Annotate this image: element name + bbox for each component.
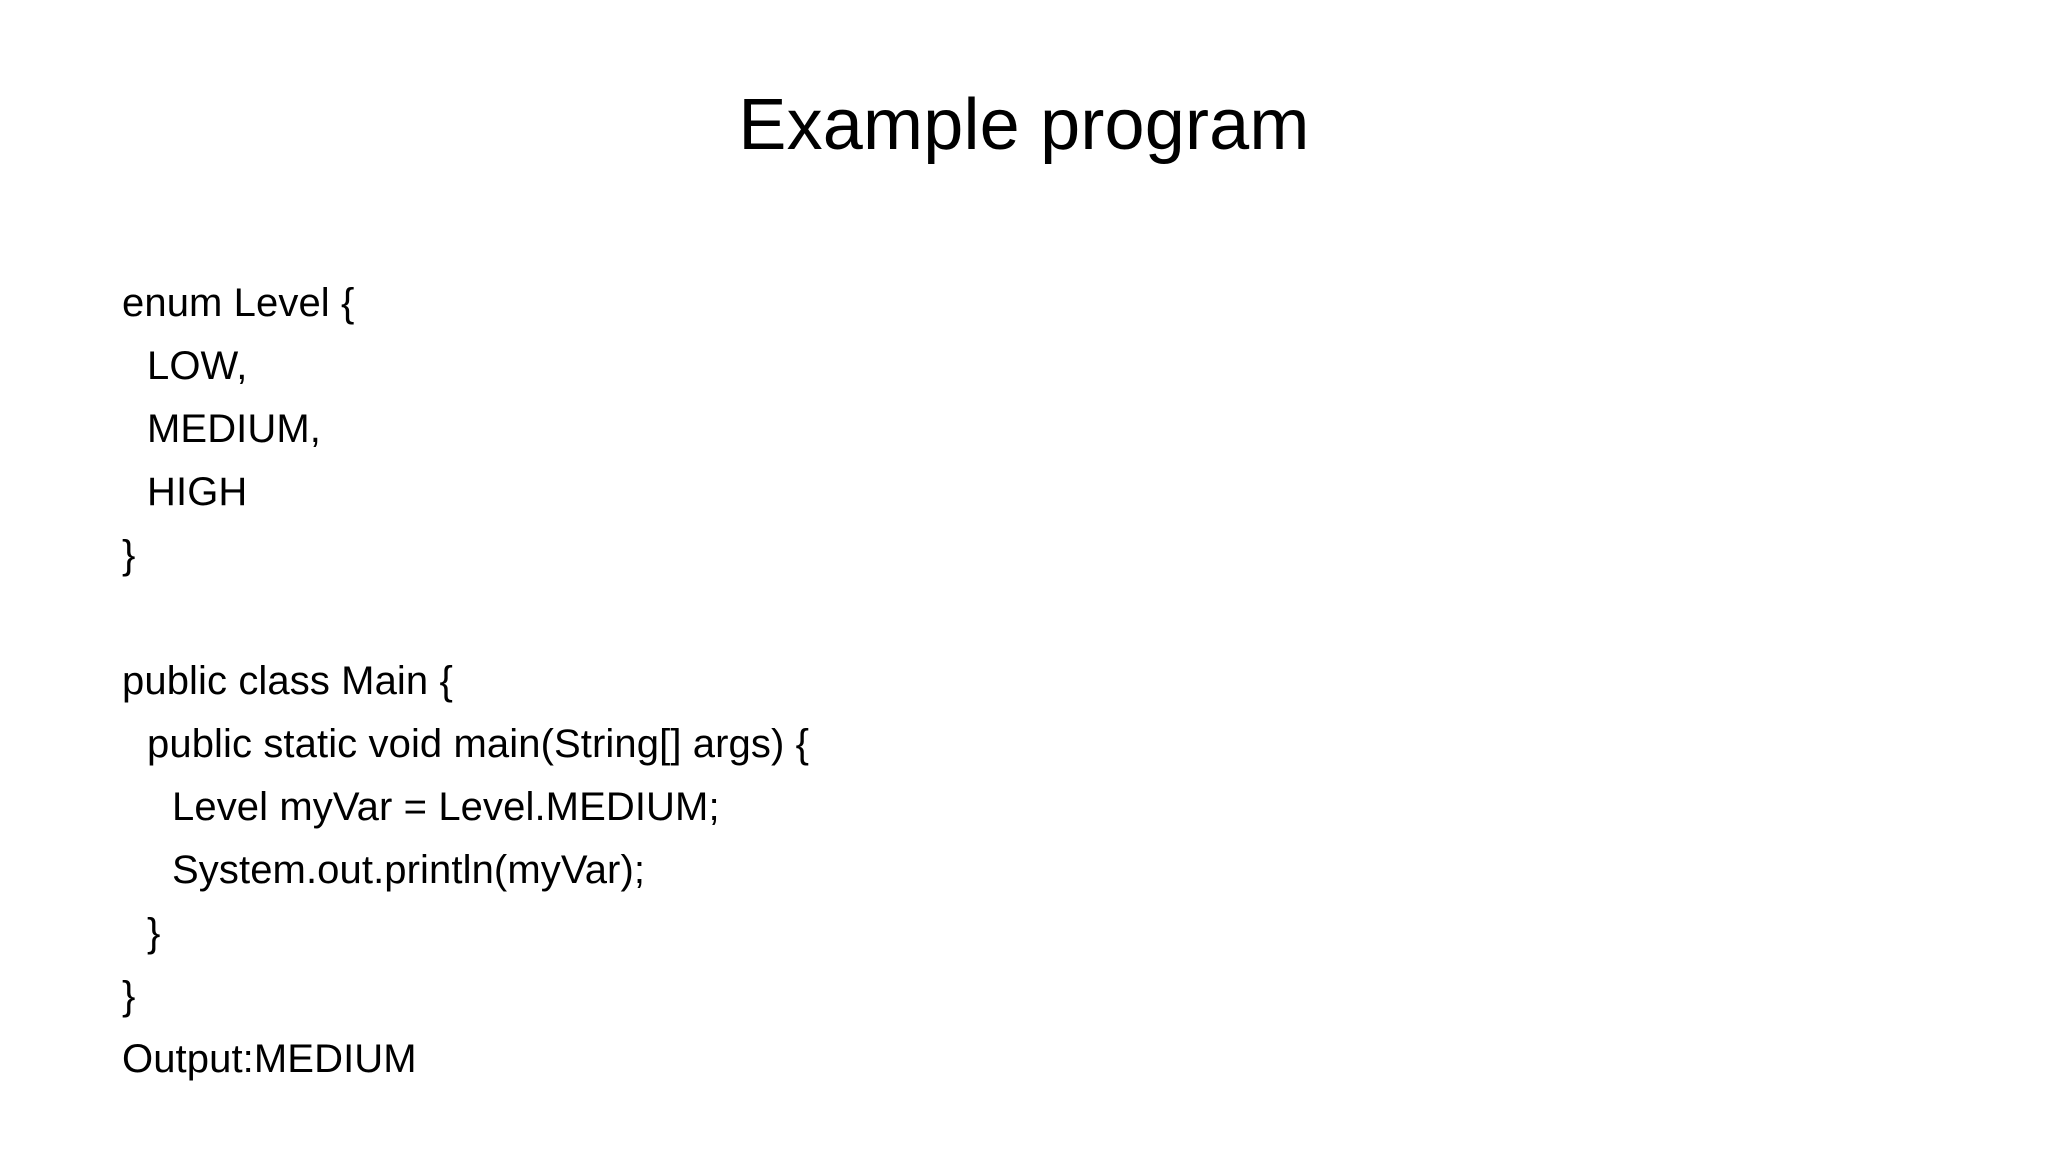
code-line: } <box>147 911 161 955</box>
code-line: } <box>122 974 136 1018</box>
code-line: public class Main { <box>122 659 453 703</box>
code-line: HIGH <box>147 470 248 514</box>
code-line: } <box>122 533 136 577</box>
code-listing: enum Level { LOW, MEDIUM, HIGH} public clas… <box>122 272 1822 1091</box>
code-line: LOW, <box>147 344 248 388</box>
code-line <box>122 587 1822 650</box>
code-line: System.out.println(myVar); <box>172 848 646 892</box>
code-line: Level myVar = Level.MEDIUM; <box>172 785 720 829</box>
code-line: public static void main(String[] args) { <box>147 722 810 766</box>
code-line: enum Level { <box>122 281 355 325</box>
code-line: MEDIUM, <box>147 407 322 451</box>
page-title: Example program <box>738 85 1310 165</box>
code-line: Output:MEDIUM <box>122 1037 417 1081</box>
